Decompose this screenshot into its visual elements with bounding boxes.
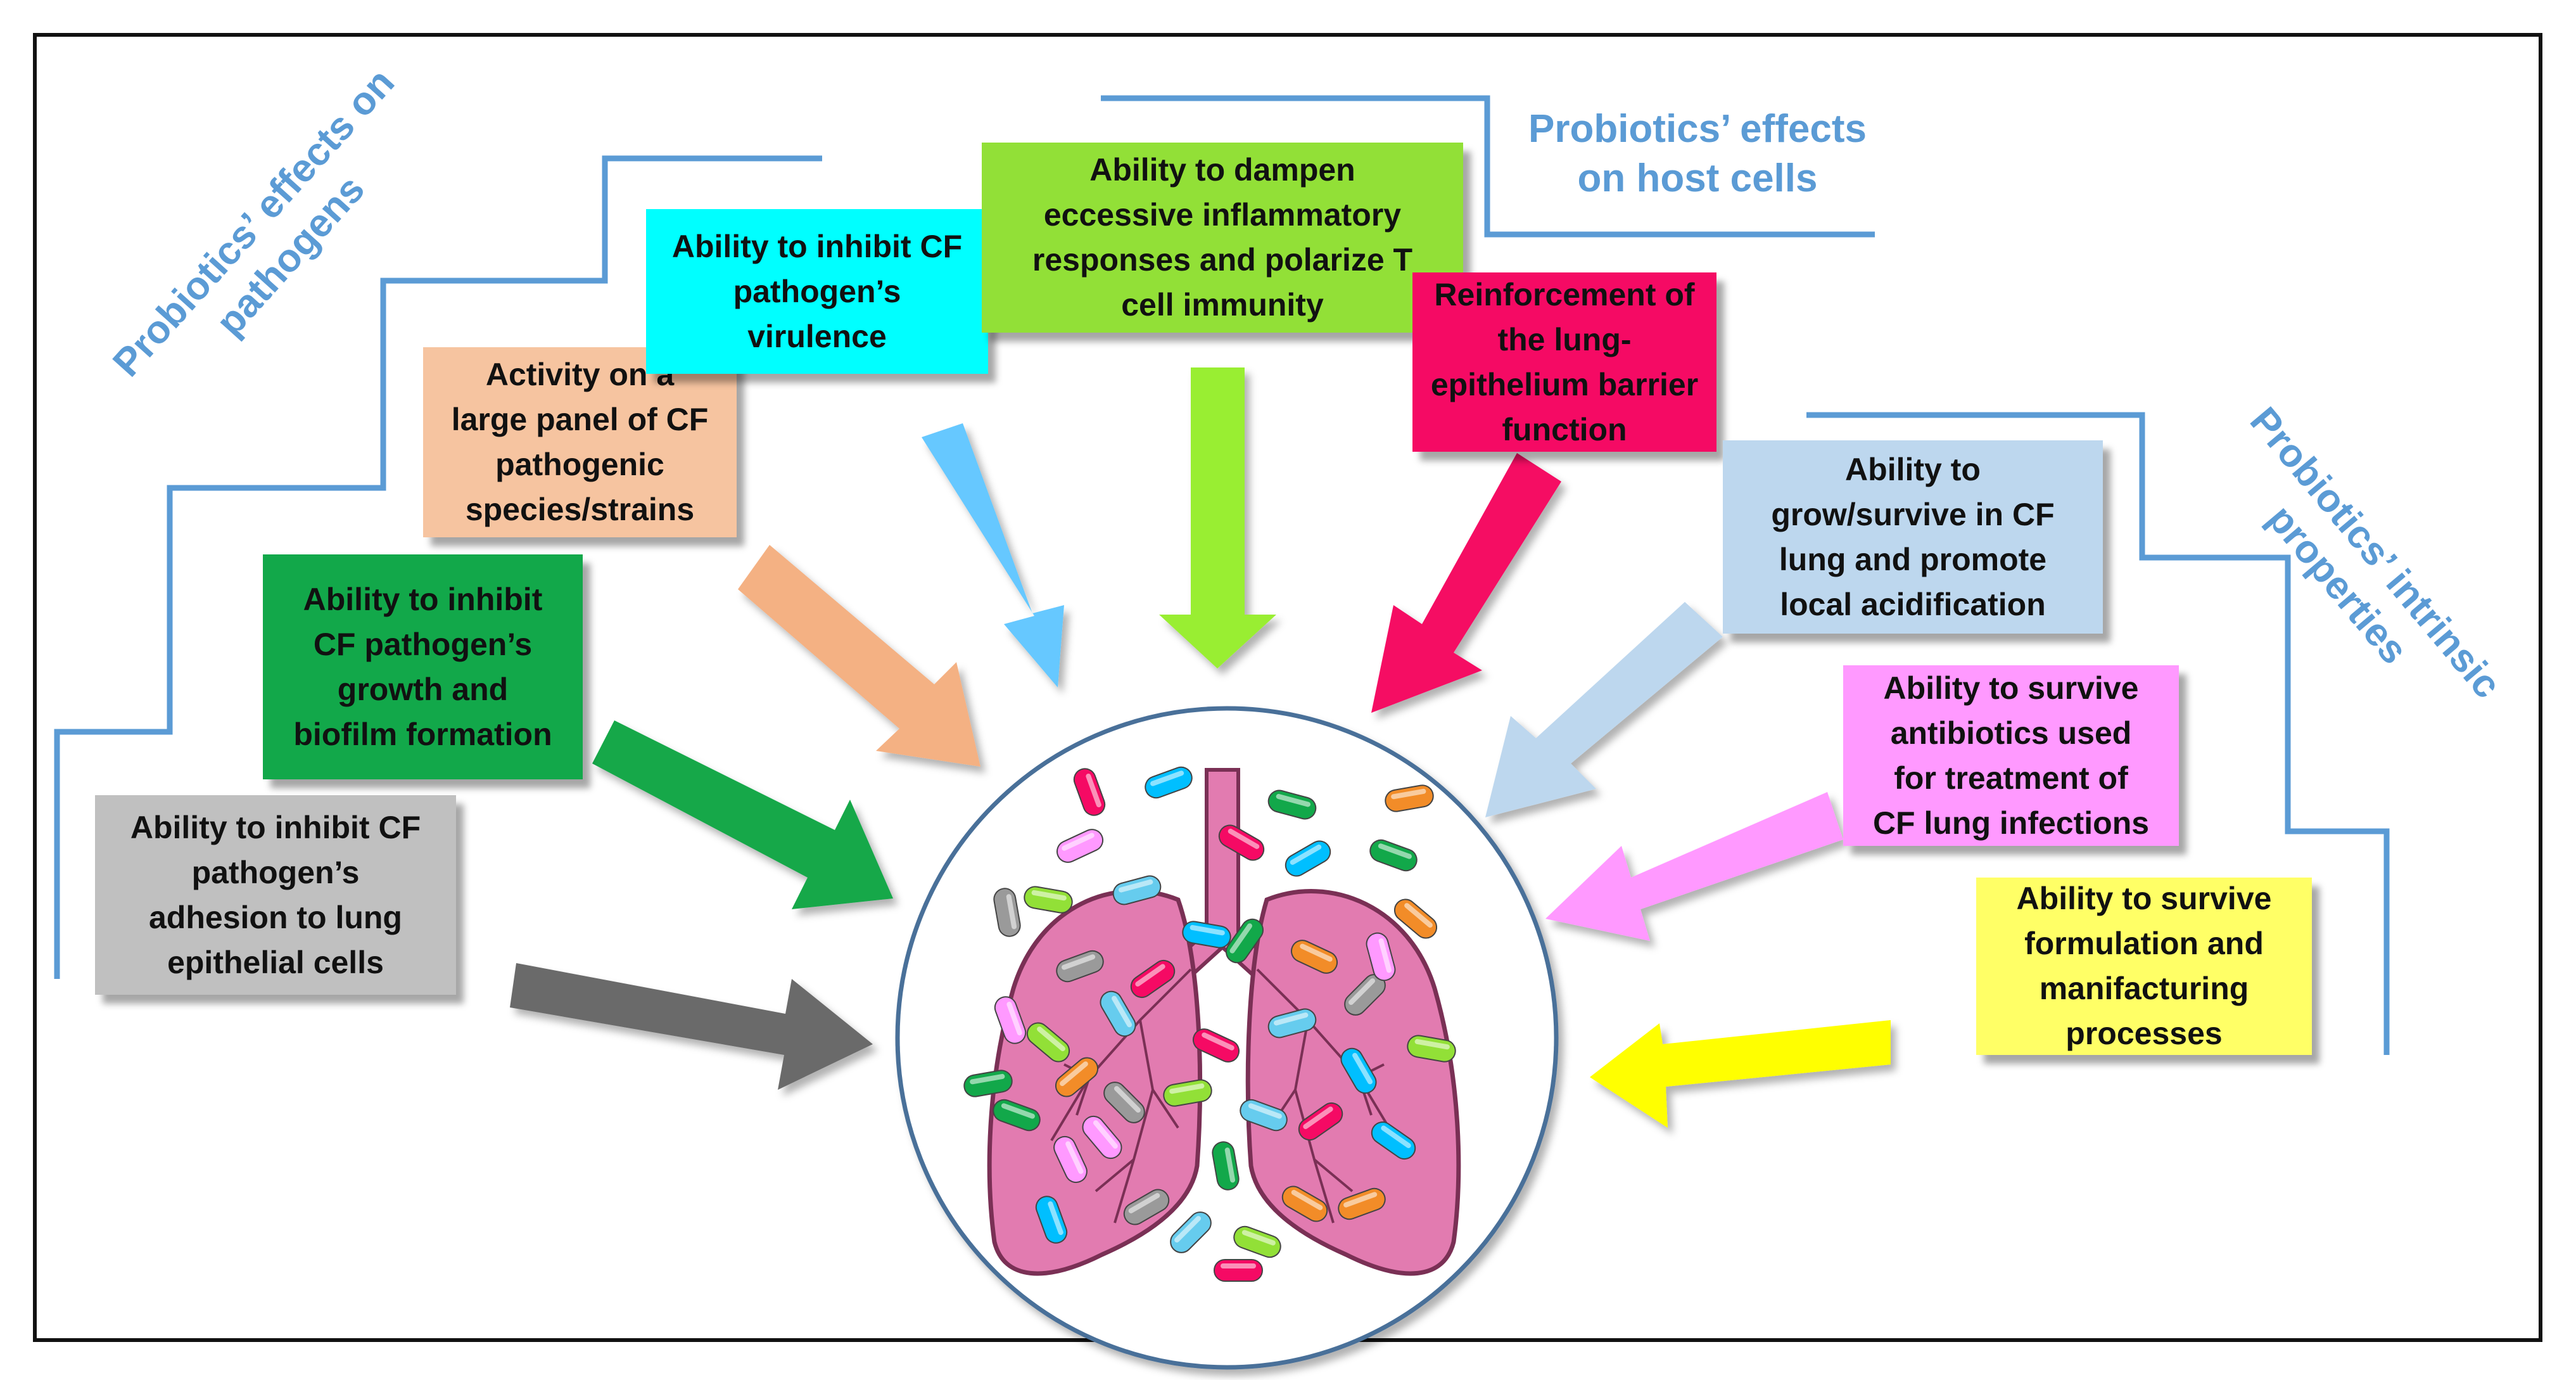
probiotic-capsule-icon (1055, 1057, 1099, 1097)
arrow-virulence (922, 423, 1064, 687)
box-growth-biofilm: Ability to inhibit CF pathogen’s growth … (263, 554, 583, 779)
probiotic-capsule-icon (1100, 990, 1136, 1037)
arrow-grow-survive (1485, 602, 1723, 817)
probiotic-capsule-icon (1267, 1008, 1317, 1038)
probiotic-capsule-icon (1212, 1141, 1240, 1191)
box-formulation-label: Ability to survive formulation and manif… (2016, 881, 2272, 1051)
probiotic-capsule-icon (1267, 789, 1317, 820)
probiotic-capsule-icon (1285, 840, 1331, 877)
box-inflammation: Ability to dampen eccessive inflammatory… (982, 143, 1463, 333)
probiotic-capsule-icon (1344, 974, 1386, 1016)
box-adhesion: Ability to inhibit CF pathogen’s adhesio… (95, 795, 456, 995)
probiotic-capsule-icon (993, 1099, 1041, 1132)
arrow-formulation (1590, 1020, 1891, 1128)
arrow-large-panel (738, 545, 980, 767)
box-antibiotics: Ability to survive antibiotics used for … (1843, 665, 2179, 846)
probiotic-capsule-icon (1290, 940, 1338, 974)
pathogens-staircase-line (54, 155, 822, 979)
probiotic-capsule-icon (1026, 1022, 1070, 1063)
probiotic-capsule-icon (1163, 1079, 1212, 1107)
probiotic-capsule-icon (1192, 1028, 1240, 1063)
host-cells-staircase-line (1101, 95, 1875, 238)
box-grow-survive-label: Ability to grow/survive in CF lung and p… (1771, 451, 2055, 622)
box-virulence: Ability to inhibit CF pathogen’s virulen… (646, 209, 988, 374)
probiotic-capsule-icon (1112, 875, 1162, 905)
probiotic-capsule-icon (1123, 1189, 1170, 1225)
arrow-inflammation (1159, 367, 1276, 668)
box-antibiotics-label: Ability to survive antibiotics used for … (1872, 670, 2150, 841)
probiotic-capsule-icon (1298, 1102, 1343, 1141)
probiotic-capsule-icon (1366, 932, 1396, 981)
probiotic-capsule-icon (1214, 1259, 1263, 1282)
probiotic-capsule-icon (1218, 824, 1265, 861)
probiotic-capsule-icon (1233, 1225, 1281, 1258)
probiotic-capsule-icon (1035, 1196, 1068, 1244)
intrinsic-staircase-line (1806, 412, 2390, 1055)
box-adhesion-label: Ability to inhibit CF pathogen’s adhesio… (130, 809, 421, 980)
box-growth-biofilm-label: Ability to inhibit CF pathogen’s growth … (293, 581, 552, 752)
arrow-barrier (1371, 453, 1561, 713)
probiotic-capsule-icon (1338, 1187, 1386, 1220)
arrow-adhesion (510, 963, 873, 1090)
probiotic-capsule-icon (993, 888, 1021, 937)
box-inflammation-label: Ability to dampen eccessive inflammatory… (1032, 152, 1413, 323)
lungs-illustration (895, 706, 1559, 1370)
box-grow-survive: Ability to grow/survive in CF lung and p… (1723, 440, 2103, 634)
probiotic-capsule-icon (1281, 1185, 1328, 1222)
probiotic-capsule-icon (1024, 886, 1073, 914)
probiotic-capsule-icon (1182, 921, 1231, 949)
probiotic-capsule-icon (1056, 950, 1104, 983)
probiotic-capsule-icon (1053, 1135, 1088, 1184)
probiotic-capsule-icon (1170, 1211, 1212, 1253)
probiotic-capsule-icon (1225, 918, 1264, 964)
probiotic-capsule-icon (1240, 1099, 1288, 1132)
probiotic-capsule-icon (1369, 839, 1418, 872)
arrow-antibiotics (1545, 792, 1843, 941)
probiotic-capsule-icon (1056, 829, 1104, 863)
arrow-growth-biofilm (592, 720, 893, 909)
box-barrier-label: Reinforcement of the lung- epithelium ba… (1430, 276, 1699, 447)
box-large-panel: Activity on a large panel of CF pathogen… (423, 347, 737, 537)
probiotic-capsule-icon (1407, 1035, 1456, 1063)
probiotic-capsule-icon (1145, 766, 1193, 799)
box-barrier: Reinforcement of the lung- epithelium ba… (1412, 272, 1716, 452)
box-formulation: Ability to survive formulation and manif… (1976, 878, 2312, 1055)
box-virulence-label: Ability to inhibit CF pathogen’s virulen… (671, 228, 963, 354)
probiotic-capsule-icon (1082, 1115, 1122, 1160)
probiotic-capsule-icon (1340, 1047, 1377, 1094)
probiotic-capsule-icon (994, 996, 1027, 1044)
probiotic-capsule-icon (1130, 959, 1176, 999)
probiotic-capsule-icon (1385, 784, 1434, 812)
probiotic-capsule-icon (1393, 898, 1438, 939)
heading-host-cells: Probiotics’ effects on host cells (1528, 107, 1867, 200)
probiotic-capsule-icon (963, 1070, 1013, 1097)
probiotic-capsule-icon (1073, 768, 1106, 816)
probiotic-capsule-icon (1371, 1121, 1416, 1160)
box-large-panel-label: Activity on a large panel of CF pathogen… (451, 357, 709, 527)
